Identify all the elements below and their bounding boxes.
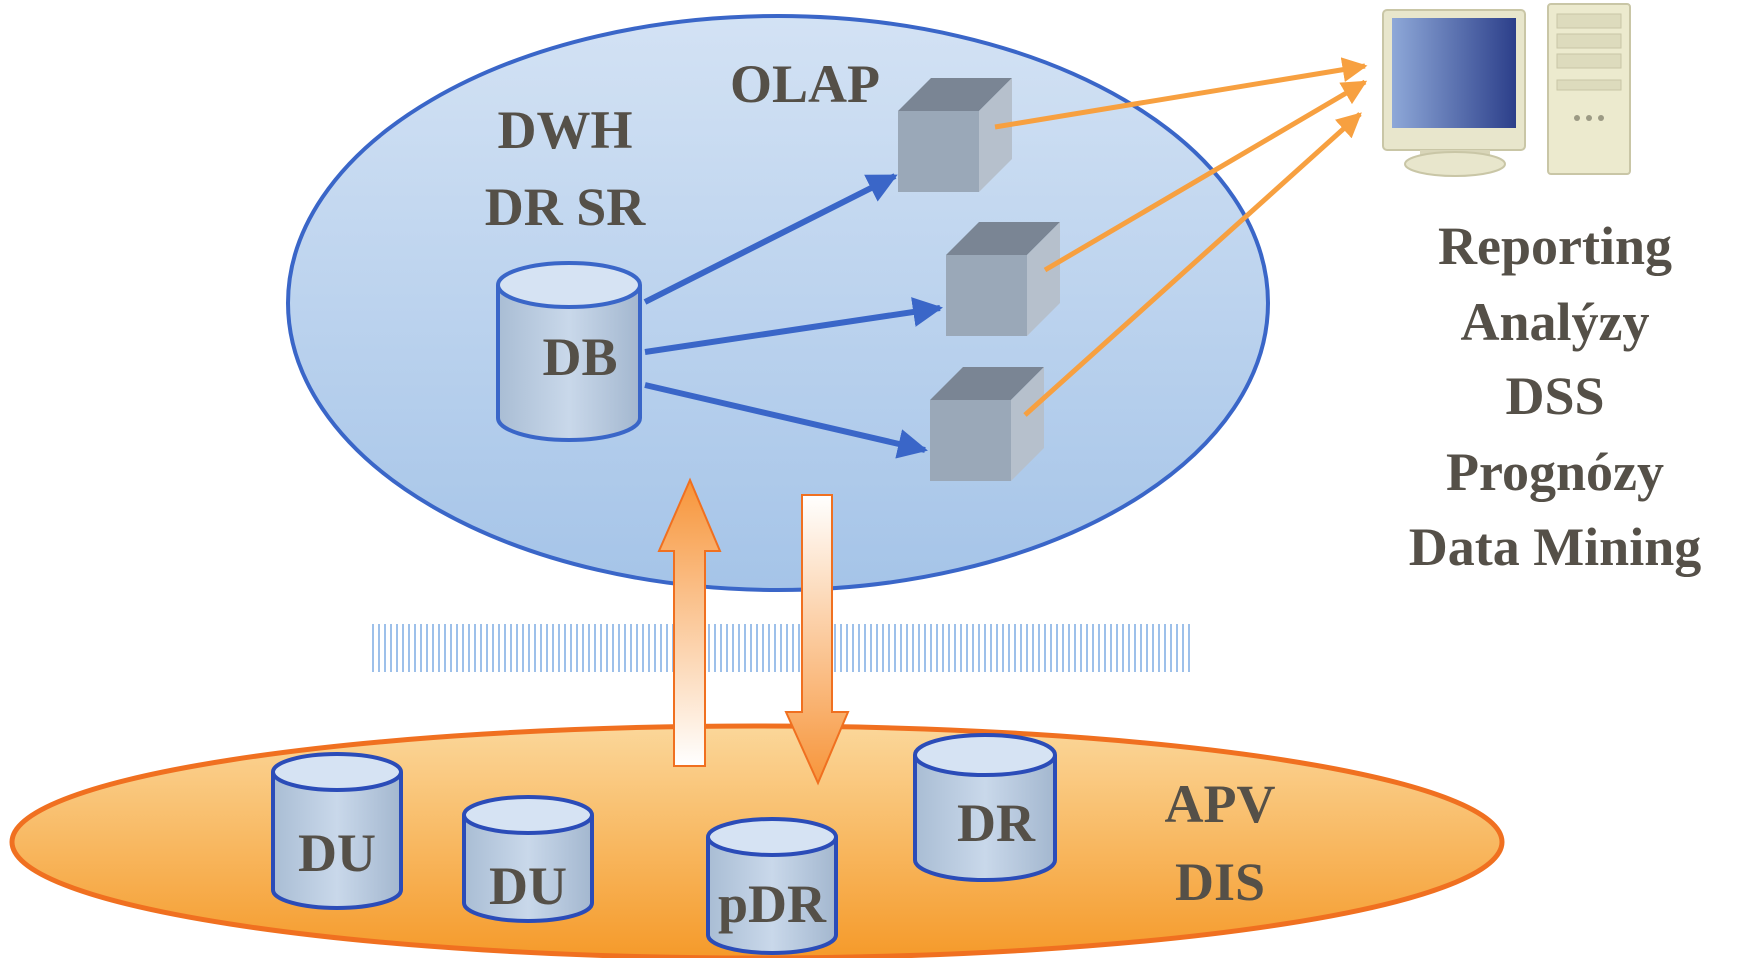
du-cylinder: DU — [462, 795, 594, 923]
uses-list: Reporting Analýzy DSS Prognózy Data Mini… — [1409, 216, 1702, 577]
dwh-title: DWH — [498, 100, 633, 160]
du-cylinder: DU — [271, 752, 403, 910]
dis-label: DIS — [1175, 852, 1265, 912]
uses-item: DSS — [1505, 366, 1604, 426]
apv-label: APV — [1165, 774, 1276, 834]
dwh-subtitle: DR SR — [485, 177, 647, 237]
olap-cube — [898, 78, 1012, 192]
load-up-arrow — [657, 477, 722, 767]
dr-cylinder: DR — [913, 733, 1057, 882]
uses-item: Data Mining — [1409, 517, 1702, 577]
feedback-down-arrow — [784, 494, 850, 786]
du-label: DU — [489, 856, 567, 916]
uses-item: Reporting — [1438, 216, 1672, 276]
pc-tower-icon — [1547, 3, 1631, 175]
uses-item: Analýzy — [1461, 292, 1650, 352]
pdr-label: pDR — [718, 874, 827, 934]
db-to-cube1-arrow — [643, 173, 898, 305]
cube2-to-client-arrow — [1043, 79, 1368, 273]
du-label: DU — [298, 823, 376, 883]
monitor-icon — [1382, 9, 1526, 177]
cube1-to-client-arrow — [994, 57, 1368, 130]
db-to-cube2-arrow — [644, 297, 943, 355]
uses-item: Prognózy — [1446, 442, 1664, 502]
olap-label: OLAP — [730, 54, 880, 114]
olap-cube — [946, 222, 1060, 336]
db-cylinder: DB — [496, 261, 642, 442]
network-divider-band — [370, 624, 1190, 672]
olap-cube — [930, 367, 1044, 481]
db-to-cube3-arrow — [644, 382, 928, 459]
computer-icon — [1382, 3, 1631, 177]
db-label: DB — [542, 327, 617, 387]
dr-label: DR — [957, 793, 1036, 853]
cube3-to-client-arrow — [1023, 112, 1362, 417]
pdr-cylinder: pDR — [706, 817, 838, 955]
